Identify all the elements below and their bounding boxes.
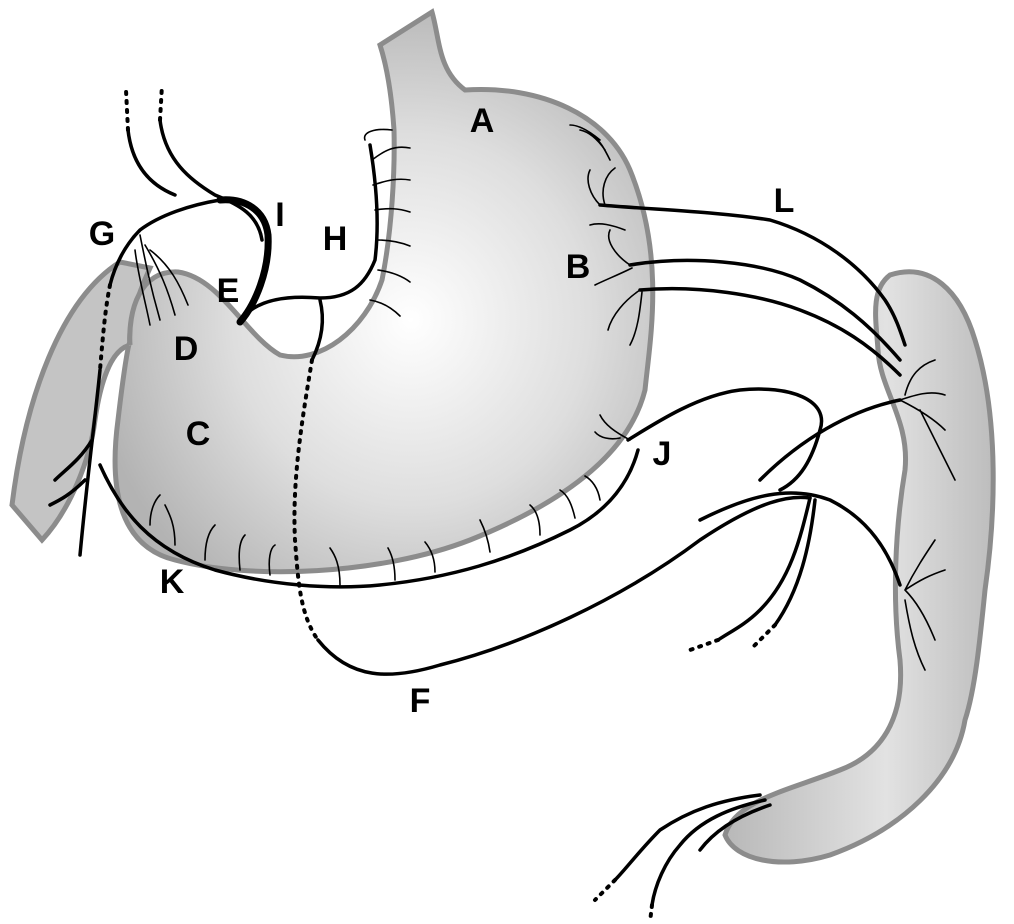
short-gastric-artery-3: [640, 289, 900, 375]
splenic-artery-upper: [760, 400, 900, 480]
bottom-dotted-2: [650, 905, 652, 922]
upper-vessel-dotted-right: [160, 85, 162, 120]
bottom-dotted-1: [595, 880, 615, 900]
upper-vessel-left: [128, 130, 175, 195]
hepatic-branch: [160, 120, 262, 240]
gastroepiploic-lower-2: [775, 500, 815, 625]
label-g: G: [89, 215, 115, 253]
label-b: B: [566, 248, 591, 286]
label-l: L: [774, 182, 795, 220]
upper-vessel-dotted-left: [126, 90, 128, 130]
label-k: K: [160, 563, 185, 601]
label-i: I: [275, 196, 284, 234]
stomach: [115, 12, 653, 572]
label-j: J: [653, 435, 672, 473]
label-h: H: [323, 220, 348, 258]
lower-dotted-1: [690, 640, 718, 650]
label-f: F: [410, 682, 431, 720]
label-e: E: [217, 272, 240, 310]
label-d: D: [174, 330, 199, 368]
spleen: [725, 272, 993, 862]
lower-dotted-2: [750, 625, 775, 650]
label-c: C: [186, 415, 211, 453]
short-gastric-artery-2: [630, 260, 900, 360]
label-a: A: [470, 102, 495, 140]
